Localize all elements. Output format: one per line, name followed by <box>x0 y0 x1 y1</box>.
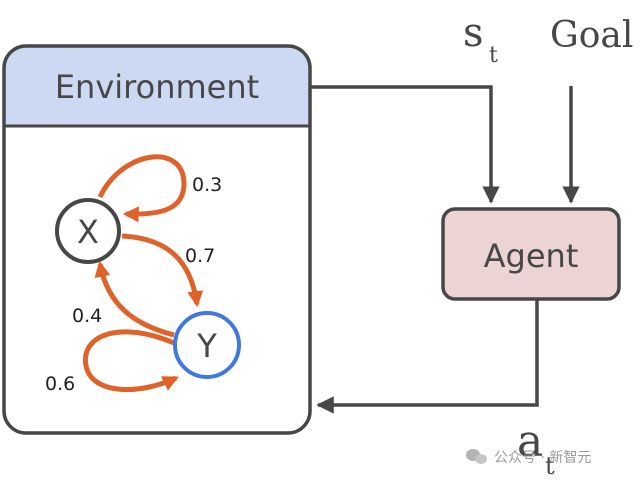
state-x-node <box>55 198 121 264</box>
state-x-label: X <box>77 213 99 251</box>
prob-y-to-y: 0.6 <box>45 373 75 395</box>
prob-y-to-x: 0.4 <box>72 305 102 327</box>
state-label: s t <box>463 10 498 68</box>
agent-box: Agent <box>441 207 621 301</box>
action-symbol: a <box>517 416 543 467</box>
transition-y-to-x-arrow <box>94 260 175 338</box>
action-subscript: t <box>545 452 555 480</box>
state-subscript: t <box>489 43 498 68</box>
state-y-node <box>173 311 241 379</box>
goal-label: Goal <box>550 15 633 56</box>
transition-x-to-x-arrow <box>97 154 187 223</box>
wechat-icon <box>466 448 488 466</box>
prob-x-to-y: 0.7 <box>185 245 215 267</box>
action-arrow <box>316 299 539 414</box>
watermark: 公众号 · 新智元 <box>466 447 591 467</box>
state-y-label: Y <box>196 327 217 365</box>
environment-header <box>4 46 310 126</box>
action-label: a t <box>517 416 555 480</box>
markov-chain: X Y 0.3 0.7 0.4 0.6 <box>45 154 241 395</box>
watermark-text: 公众号 · 新智元 <box>494 450 592 466</box>
environment-title: Environment <box>55 68 259 106</box>
transition-y-to-y-arrow <box>82 329 179 393</box>
state-symbol: s <box>463 10 484 56</box>
transition-x-to-y-arrow <box>121 233 204 308</box>
prob-x-to-x: 0.3 <box>192 174 222 196</box>
state-arrow <box>310 85 500 204</box>
agent-label: Agent <box>484 237 579 275</box>
